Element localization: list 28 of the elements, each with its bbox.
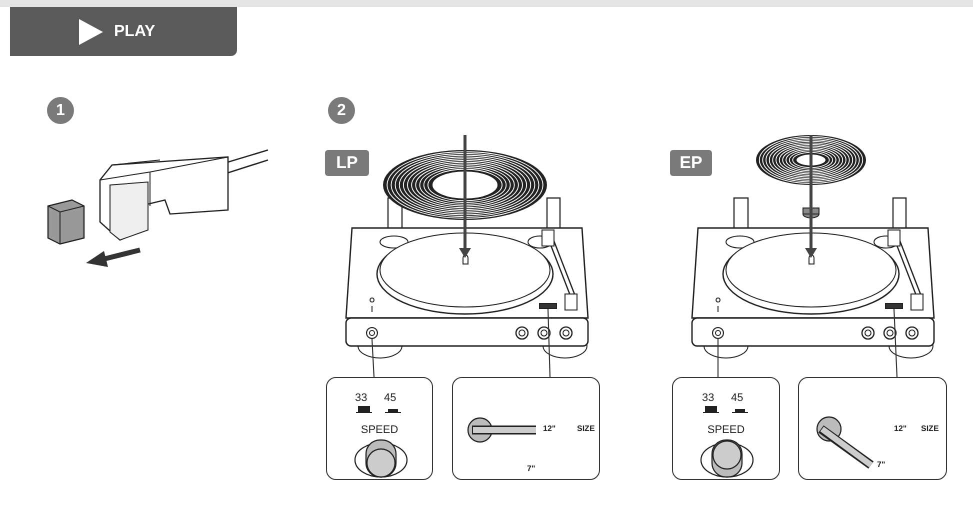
callout-box	[452, 377, 600, 480]
speed-value: 33	[702, 393, 714, 404]
speed-label: SPEED	[707, 425, 745, 436]
size-switch	[539, 303, 557, 309]
size-value: 12"	[543, 425, 556, 433]
callout-box	[672, 377, 780, 480]
header-title: PLAY	[114, 24, 156, 40]
leader-line	[717, 339, 719, 377]
step-number: 2	[328, 97, 355, 124]
size-value: 7"	[877, 461, 886, 469]
record-type-tag: LP	[325, 150, 369, 176]
size-value: 12"	[894, 425, 907, 433]
callout-box	[798, 377, 947, 480]
size-label: SIZE	[921, 425, 939, 433]
leader-line	[547, 308, 551, 378]
speed-value: 33	[355, 393, 368, 404]
step-number: 1	[47, 97, 74, 124]
size-value: 7"	[527, 465, 536, 473]
leader-line	[371, 338, 375, 378]
record-type-tag: EP	[670, 150, 712, 176]
speed-label: SPEED	[360, 425, 398, 436]
header-band	[10, 7, 237, 56]
size-switch	[885, 303, 903, 309]
leader-line	[893, 308, 898, 378]
callout-box	[326, 377, 433, 480]
speed-value: 45	[731, 393, 744, 404]
speed-value: 45	[384, 393, 396, 404]
size-label: SIZE	[577, 425, 595, 433]
